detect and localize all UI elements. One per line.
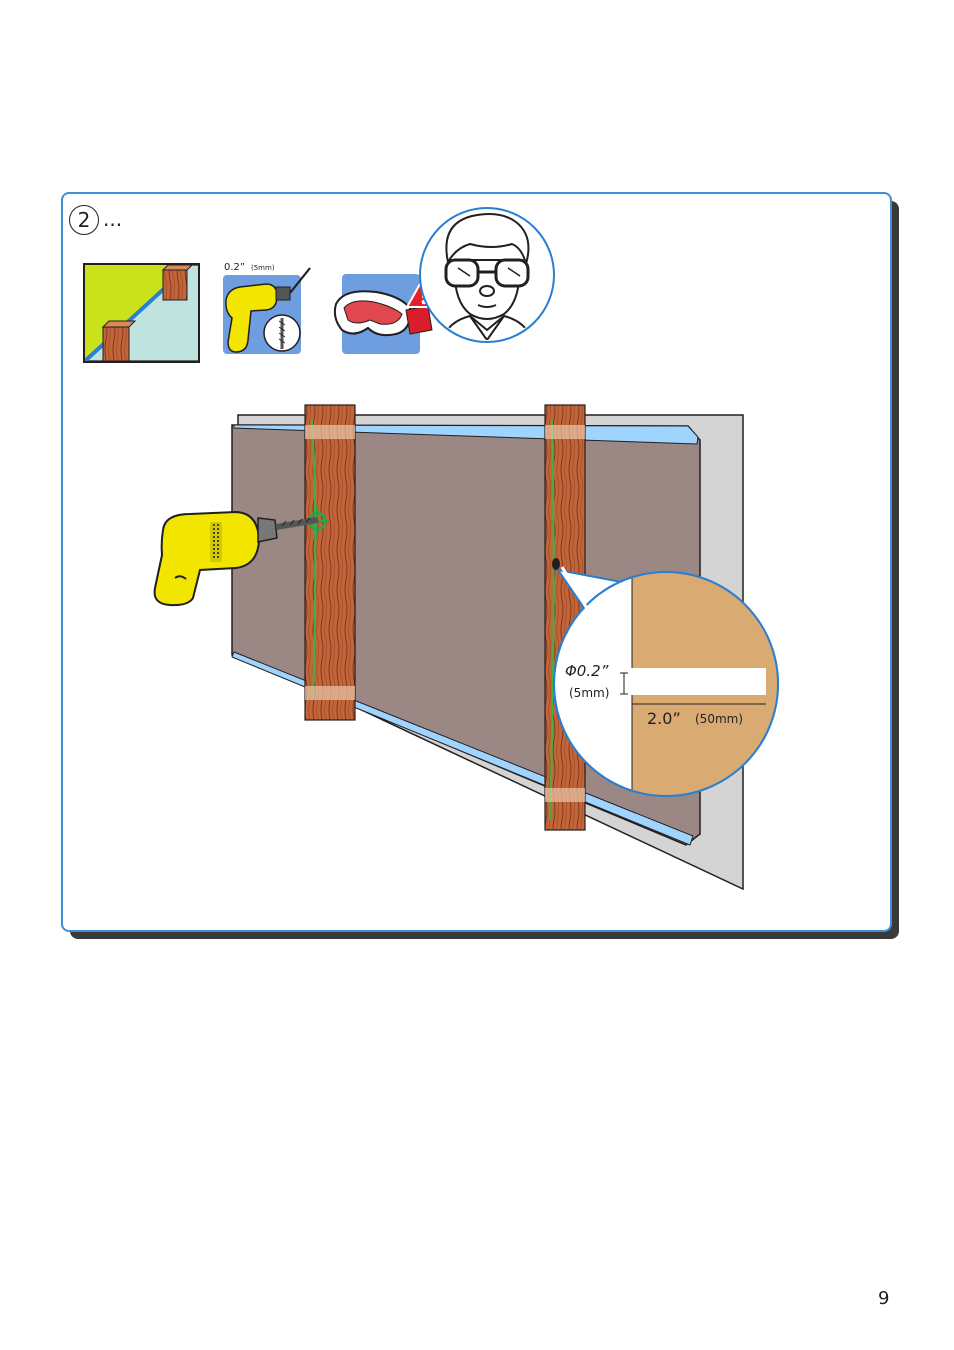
drill-bit-size-metric: (5mm) (251, 264, 275, 272)
drill-icon: 0.2” (5mm) (223, 262, 310, 354)
drill-hole-marker (552, 558, 560, 570)
wall-stud-left (305, 405, 355, 720)
hole-diameter-label: Φ0.2” (565, 662, 609, 680)
studs-icon (84, 264, 200, 362)
drill-bit-size: 0.2” (224, 262, 245, 273)
hole-depth-label: 2.0” (647, 709, 681, 728)
page-number: 9 (878, 1288, 889, 1309)
hole-depth-metric: (50mm) (695, 712, 743, 726)
safety-goggles-icon (335, 274, 432, 354)
hole-diameter-metric: (5mm) (569, 686, 609, 700)
face-with-goggles-icon (420, 208, 554, 345)
drill-bit-icon (264, 315, 300, 351)
